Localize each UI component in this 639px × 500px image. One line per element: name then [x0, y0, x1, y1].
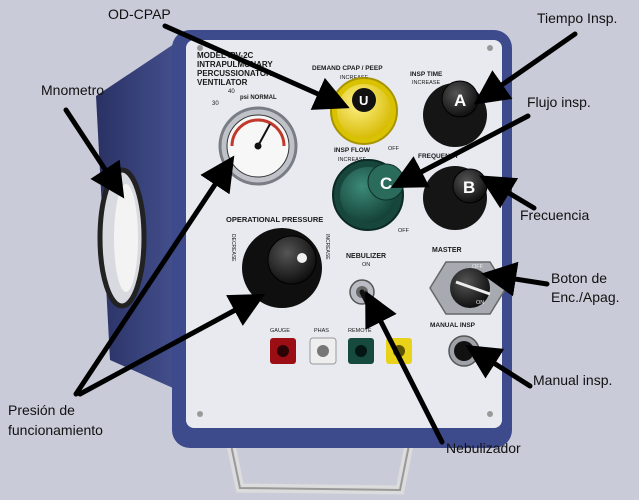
cpap-off-text: OFF [388, 146, 400, 152]
model-line-2: INTRAPULMONARY [197, 60, 273, 69]
port-remote-text: REMOTE [348, 328, 372, 334]
label-manual-insp: Manual insp. [533, 372, 613, 388]
label-mnometro: Mnometro [41, 82, 105, 98]
model-line-4: VENTILATOR [197, 78, 248, 87]
arrow-presion-gauge [73, 155, 235, 397]
insp-time-text: INSP TIME [410, 71, 443, 78]
insp-flow-text: INSP FLOW [334, 147, 371, 154]
label-od-cpap: OD-CPAP [108, 6, 171, 22]
nebulizer-text: NEBULIZER [346, 253, 386, 260]
pressure-gauge [218, 106, 298, 186]
arrow-boton [481, 261, 550, 297]
arrow-mnometro [63, 107, 125, 199]
stand [225, 439, 415, 495]
port-remote-green[interactable] [348, 338, 374, 364]
frequency-knob[interactable]: B [423, 166, 488, 230]
label-boton-line1: Boton de [551, 270, 608, 286]
label-frecuencia: Frecuencia [520, 207, 590, 223]
port-gauge-red[interactable] [270, 338, 296, 364]
port-phas-text: PHAS [314, 328, 329, 334]
increase-cpap-text: INCREASE [340, 75, 368, 81]
master-on-text: ON [476, 300, 484, 306]
operational-pressure-text: OPERATIONAL PRESSURE [226, 215, 323, 224]
knob-a-letter: A [454, 91, 466, 110]
operational-pressure-knob[interactable] [242, 228, 322, 308]
manual-insp-panel-text: MANUAL INSP [430, 322, 476, 329]
annotation-arrows [63, 23, 578, 445]
frequency-text: FREQUENCY [418, 153, 459, 160]
demand-cpap-text: DEMAND CPAP / PEEP [312, 65, 383, 72]
flow-off-text: OFF [398, 228, 410, 234]
label-presion-line2: funcionamiento [8, 422, 103, 438]
master-off-text: OFF [472, 264, 484, 270]
nebulizer-on-text: ON [362, 262, 370, 268]
gauge-40-text: 40 [228, 89, 235, 95]
knob-u-letter: U [359, 93, 368, 108]
label-tiempo-insp: Tiempo Insp. [537, 10, 618, 26]
label-presion-line1: Presión de [8, 402, 75, 418]
master-text: MASTER [432, 247, 462, 254]
label-flujo-insp: Flujo insp. [527, 94, 591, 110]
arrow-nebulizador [365, 290, 445, 445]
op-increase-text: INCREASE [324, 234, 330, 260]
insp-time-knob[interactable]: A [423, 80, 487, 147]
psi-normal-text: psi NORMAL [240, 95, 277, 101]
manual-insp-button[interactable] [448, 335, 480, 367]
arrow-manual-insp [465, 344, 533, 389]
increase-time-text: INCREASE [412, 80, 440, 86]
model-line-3: PERCUSSIONATOR [197, 69, 272, 78]
arrow-tiempo-insp [473, 31, 578, 105]
port-phas-white[interactable] [309, 337, 337, 365]
port-gauge-text: GAUGE [270, 328, 290, 334]
op-decrease-text: DECREASE [230, 234, 236, 262]
panel-screws [197, 45, 493, 417]
arrow-frecuencia [479, 175, 537, 211]
knob-b-letter: B [463, 178, 475, 197]
master-switch[interactable]: OFF ON [429, 261, 507, 315]
arrow-od-cpap [162, 23, 350, 110]
label-nebulizador: Nebulizador [446, 440, 521, 456]
arrow-presion-knob [77, 293, 266, 397]
increase-flow-text: INCREASE [338, 157, 366, 163]
insp-flow-knob[interactable]: C [332, 159, 405, 231]
label-boton-line2: Enc./Apag. [551, 289, 620, 305]
arrow-flujo-insp [390, 113, 531, 188]
knob-c-letter: C [380, 174, 392, 193]
cpap-knob[interactable]: U [330, 77, 398, 145]
gauge-30-text: 30 [212, 101, 219, 107]
